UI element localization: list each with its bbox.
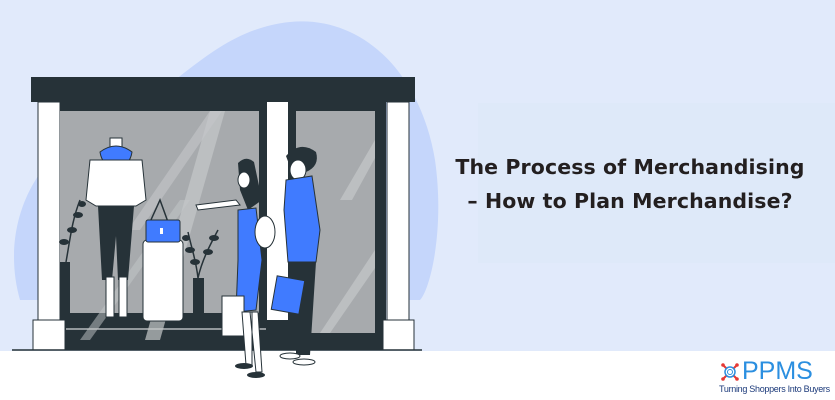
handbag-display bbox=[142, 198, 184, 322]
ppms-logo-mark-icon bbox=[721, 363, 739, 381]
man-shopper bbox=[270, 146, 321, 366]
ppms-logo[interactable]: PPMS Turning Shoppers Into Buyers bbox=[718, 357, 830, 396]
title-panel bbox=[478, 103, 835, 263]
woman-shopper bbox=[195, 158, 276, 378]
page-title: The Process of Merchandising – How to Pl… bbox=[440, 150, 820, 218]
logo-tagline: Turning Shoppers Into Buyers bbox=[719, 384, 830, 394]
pillar-middle bbox=[267, 102, 288, 320]
pillar-right bbox=[386, 101, 410, 321]
title-line-1: The Process of Merchandising bbox=[455, 155, 805, 179]
plant-right bbox=[182, 229, 219, 314]
mannequin bbox=[85, 137, 147, 318]
pillar-left bbox=[37, 101, 61, 321]
storefront-illustration bbox=[12, 21, 439, 378]
plant-left bbox=[59, 199, 86, 314]
title-line-2: – How to Plan Merchandise? bbox=[467, 189, 793, 213]
logo-brand: PPMS bbox=[742, 357, 813, 385]
storefront-roof bbox=[31, 77, 415, 102]
